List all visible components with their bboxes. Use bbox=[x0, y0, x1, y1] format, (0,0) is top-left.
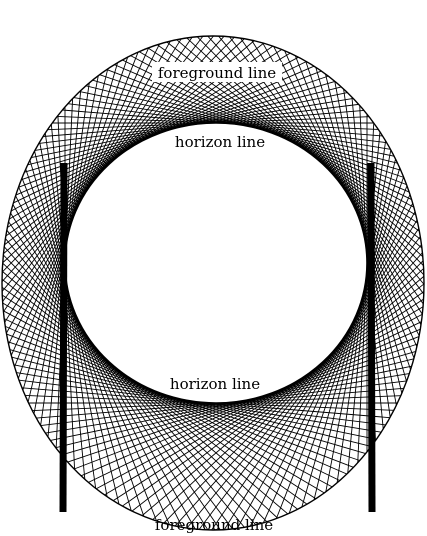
chord-line bbox=[5, 238, 245, 528]
chord-line bbox=[50, 124, 86, 480]
inner-boundary bbox=[64, 122, 368, 404]
chord-line bbox=[288, 176, 405, 514]
chord-line bbox=[2, 302, 325, 494]
chord-line bbox=[106, 69, 407, 186]
chord-line bbox=[80, 328, 421, 477]
chord-line bbox=[74, 336, 420, 470]
chord-line bbox=[211, 228, 420, 531]
foreground-line-top-label: foreground line bbox=[158, 64, 276, 82]
horizon-line-bottom-label: horizon line bbox=[170, 375, 260, 393]
chord-line bbox=[131, 283, 425, 512]
chord-line bbox=[88, 321, 422, 483]
right-upright bbox=[367, 162, 376, 513]
left-upright bbox=[59, 162, 68, 513]
chord-line bbox=[262, 194, 411, 524]
outer-boundary bbox=[1, 35, 425, 531]
chord-line bbox=[114, 64, 410, 193]
chord-line bbox=[1, 286, 308, 505]
chord-line bbox=[1, 278, 298, 510]
chord-line bbox=[163, 260, 424, 524]
chord-line bbox=[3, 246, 257, 526]
label-bg-horizon-bottom bbox=[163, 375, 267, 393]
chord-line bbox=[301, 167, 401, 508]
chord-line bbox=[8, 221, 221, 531]
chord-line bbox=[9, 349, 366, 454]
chord-line bbox=[240, 37, 424, 305]
chord-line bbox=[262, 42, 422, 326]
foreground-line-bottom-label: foreground line bbox=[155, 516, 273, 534]
chord-line bbox=[236, 211, 416, 529]
chord-line bbox=[251, 39, 423, 315]
chord-line bbox=[3, 254, 268, 523]
chord-line bbox=[34, 151, 120, 505]
chord-line bbox=[152, 268, 424, 521]
chord-line bbox=[18, 186, 170, 525]
chord-line bbox=[44, 133, 97, 489]
chord-line bbox=[10, 212, 209, 531]
chord-line bbox=[12, 204, 196, 530]
chord-line bbox=[198, 236, 421, 530]
label-bg-foreground-top bbox=[152, 62, 282, 82]
chord-line bbox=[3, 36, 193, 313]
chord-line bbox=[25, 168, 145, 517]
chord-line bbox=[61, 350, 416, 456]
horizon-line-top-label: horizon line bbox=[175, 133, 265, 151]
chord-line bbox=[39, 142, 108, 497]
chord-line bbox=[15, 195, 183, 528]
chord-line bbox=[223, 219, 418, 530]
chord-line bbox=[29, 160, 132, 511]
